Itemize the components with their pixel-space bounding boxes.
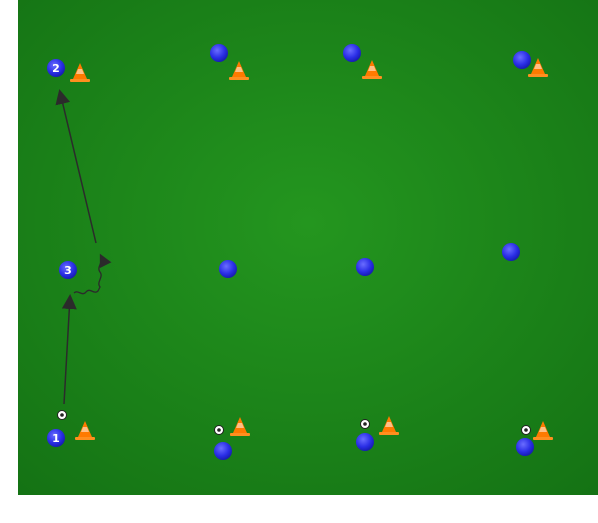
player-mid-2[interactable] <box>219 260 237 278</box>
player-1-number: 1 <box>52 432 60 445</box>
player-bottom-3[interactable] <box>356 433 374 451</box>
player-mid-3[interactable] <box>356 258 374 276</box>
ball-icon <box>58 411 67 420</box>
ball-icon <box>215 426 224 435</box>
player-2-number: 2 <box>52 62 60 75</box>
player-top-3[interactable] <box>343 44 361 62</box>
player-bottom-4[interactable] <box>516 438 534 456</box>
player-top-4[interactable] <box>513 51 531 69</box>
player-bottom-2[interactable] <box>214 442 232 460</box>
player-top-2[interactable] <box>210 44 228 62</box>
ball-icon <box>522 426 531 435</box>
player-3-number: 3 <box>64 264 72 277</box>
ball-icon <box>361 420 370 429</box>
player-mid-4[interactable] <box>502 243 520 261</box>
